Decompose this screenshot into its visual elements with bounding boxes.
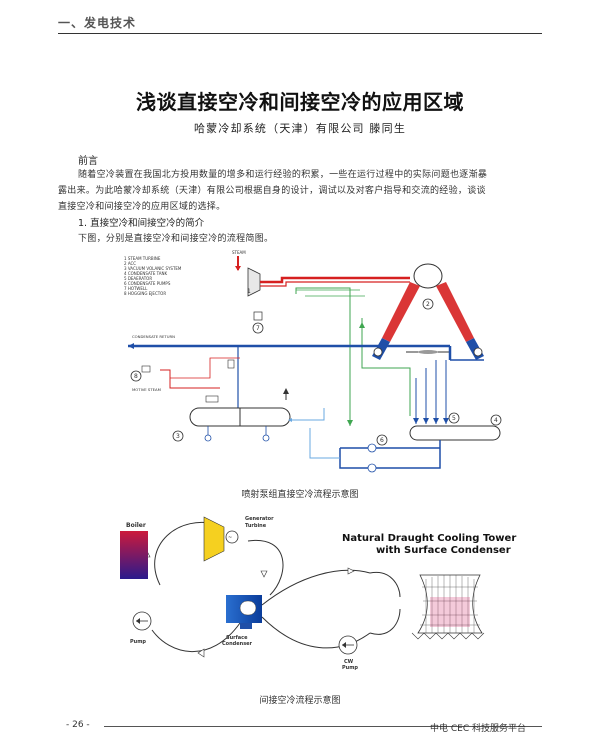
- ejector-icon: [141, 365, 151, 373]
- article-title: 浅谈直接空冷和间接空冷的应用区域: [136, 90, 464, 114]
- footer-text: 中电 CEC 科技服务平台: [430, 724, 526, 734]
- preface-line: 直接空冷和间接空冷的应用区域的选择。: [58, 202, 226, 212]
- boiler-label: Boiler: [126, 522, 146, 529]
- legend-item: 8 HOGGING EJECTOR: [124, 291, 166, 296]
- loop-turbine-condenser: [247, 539, 284, 596]
- generator: [225, 530, 239, 544]
- hotwell: [253, 311, 263, 321]
- motive-steam-label: MOTIVE STEAM: [132, 387, 161, 392]
- condensate-pump: [367, 463, 377, 473]
- boiler: [120, 531, 148, 579]
- cw-label: CW: [344, 659, 354, 665]
- legend-item: 4 CONDENSATE TANK: [124, 271, 167, 276]
- turbine: [203, 516, 225, 562]
- svg-text:~: ~: [228, 535, 232, 541]
- pump-loop: [339, 440, 441, 469]
- legend-item: 5 DEAERATOR: [124, 276, 152, 281]
- condenser-label: Condenser: [222, 641, 253, 647]
- acc-left-bundle-red: [382, 282, 420, 342]
- legend-item: 3 VACUUM VOLANIC SYSTEM: [124, 266, 182, 271]
- green-line-2: [361, 318, 411, 416]
- exhaust-steam-duct-2: [260, 281, 410, 287]
- preface-paragraph: 随着空冷装置在我国北方投用数量的增多和运行经验的积累，一些在运行过程中的实际问题…: [58, 167, 542, 215]
- condensate-pump: [367, 443, 377, 453]
- figure2-caption: 间接空冷流程示意图: [259, 696, 341, 706]
- direct-cooling-diagram: 1 STEAM TURBINE 2 ACC 3 VACUUM VOLANIC S…: [124, 250, 502, 473]
- steam-header: [413, 263, 443, 289]
- label-4: 4: [494, 417, 498, 424]
- steam-arrow: [235, 266, 241, 271]
- diagram-legend: 1 STEAM TURBINE 2 ACC 3 VACUUM VOLANIC S…: [124, 256, 182, 296]
- page-number: - 26 -: [66, 720, 90, 730]
- legend-item: 6 CONDENSATE PUMPS: [124, 281, 171, 286]
- acc-right-bundle-red: [436, 282, 474, 342]
- header-divider: [58, 33, 542, 34]
- label-1: 1: [247, 288, 251, 295]
- steam-turbine: [247, 267, 261, 297]
- condensate-return-label: CONDENSATE RETURN: [132, 334, 175, 339]
- legend-item: 2 ACC: [124, 261, 136, 266]
- section-header: 一、发电技术: [58, 16, 137, 30]
- cw-loop-top: [261, 569, 371, 606]
- label-8: 8: [134, 373, 138, 380]
- pump-label: Pump: [130, 639, 146, 645]
- right-drum: [473, 347, 483, 357]
- valve-icon: [205, 395, 219, 403]
- section1-body: 下图，分别是直接空冷和间接空冷的流程简图。: [78, 234, 274, 244]
- generator-label: Generator: [245, 516, 274, 522]
- deaerator-tank: [409, 425, 501, 441]
- footer-divider: [104, 726, 542, 727]
- label-circle-2: [422, 298, 434, 310]
- section1-heading: 1. 直接空冷和间接空冷的简介: [78, 218, 205, 229]
- surface-label: Surface: [226, 635, 248, 641]
- tower-title-line2: with Surface Condenser: [376, 545, 511, 556]
- article-byline: 哈蒙冷却系统（天津）有限公司 滕同生: [193, 122, 407, 135]
- fan-icon: [418, 350, 438, 354]
- preface-line: 随着空冷装置在我国北方投用数量的增多和运行经验的积累，一些在运行过程中的实际问题…: [78, 170, 488, 180]
- label-5: 5: [452, 415, 456, 422]
- exhaust-steam-duct: [260, 276, 410, 284]
- preface-line: 露出来。为此哈蒙冷却系统（天津）有限公司根据自身的设计，调试以及对客户指导和交流…: [58, 186, 486, 196]
- loop-condenser-pump: [151, 622, 241, 653]
- label-3: 3: [176, 433, 180, 440]
- turbine-label: Turbine: [245, 523, 267, 529]
- cw-loop-bottom: [261, 616, 371, 649]
- figure1-caption: 喷射泵组直接空冷流程示意图: [241, 490, 359, 500]
- cw-pump-label: Pump: [342, 665, 358, 671]
- motive-steam-line: [160, 369, 220, 389]
- label-7: 7: [256, 325, 260, 332]
- legend-item: 1 STEAM TURBINE: [124, 256, 161, 261]
- label-6: 6: [380, 437, 384, 444]
- preface-heading: 前言: [78, 156, 98, 167]
- indirect-cooling-diagram: Boiler ~ Generator Turbine Surface Conde…: [120, 516, 516, 671]
- green-line-1: [295, 287, 351, 426]
- cooling-tower: [411, 574, 485, 640]
- legend-item: 7 HOTWELL: [124, 286, 148, 291]
- steam-label: STEAM: [232, 250, 246, 255]
- tower-title-line1: Natural Draught Cooling Tower: [342, 533, 516, 544]
- label-2: 2: [426, 301, 430, 308]
- left-drum: [373, 347, 383, 357]
